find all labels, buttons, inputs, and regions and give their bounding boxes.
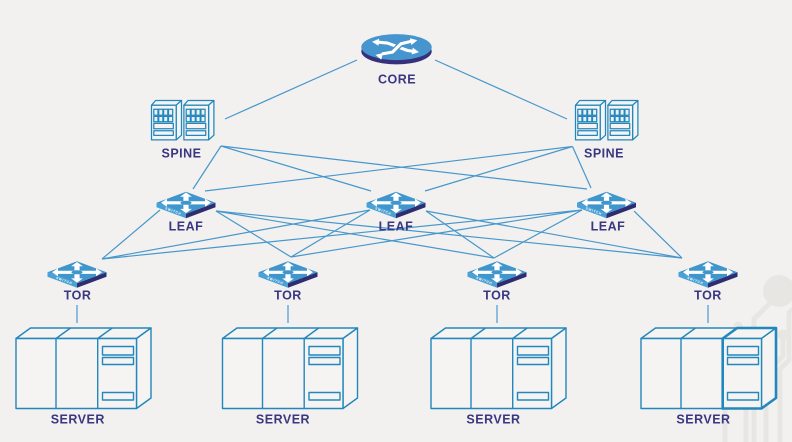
svg-text:TOR: TOR <box>64 288 92 302</box>
svg-text:SWITCH: SWITCH <box>267 276 284 286</box>
svg-text:SWITCH: SWITCH <box>476 276 493 286</box>
svg-text:CORE: CORE <box>378 72 416 86</box>
svg-text:TOR: TOR <box>483 288 511 302</box>
svg-text:SPINE: SPINE <box>161 146 201 160</box>
svg-text:SPINE: SPINE <box>584 146 624 160</box>
svg-text:SERVER: SERVER <box>676 412 730 426</box>
svg-text:SERVER: SERVER <box>256 412 310 426</box>
svg-text:SWITCH: SWITCH <box>165 206 182 216</box>
svg-text:LEAF: LEAF <box>169 219 204 233</box>
svg-text:SERVER: SERVER <box>466 412 520 426</box>
svg-text:SERVER: SERVER <box>51 412 105 426</box>
svg-text:SWITCH: SWITCH <box>375 206 392 216</box>
svg-text:SWITCH: SWITCH <box>56 276 73 286</box>
svg-text:LEAF: LEAF <box>591 219 626 233</box>
svg-text:TOR: TOR <box>274 288 302 302</box>
svg-text:TOR: TOR <box>694 288 722 302</box>
svg-text:SWITCH: SWITCH <box>585 206 602 216</box>
svg-text:LEAF: LEAF <box>379 219 414 233</box>
svg-text:SWITCH: SWITCH <box>687 276 704 286</box>
